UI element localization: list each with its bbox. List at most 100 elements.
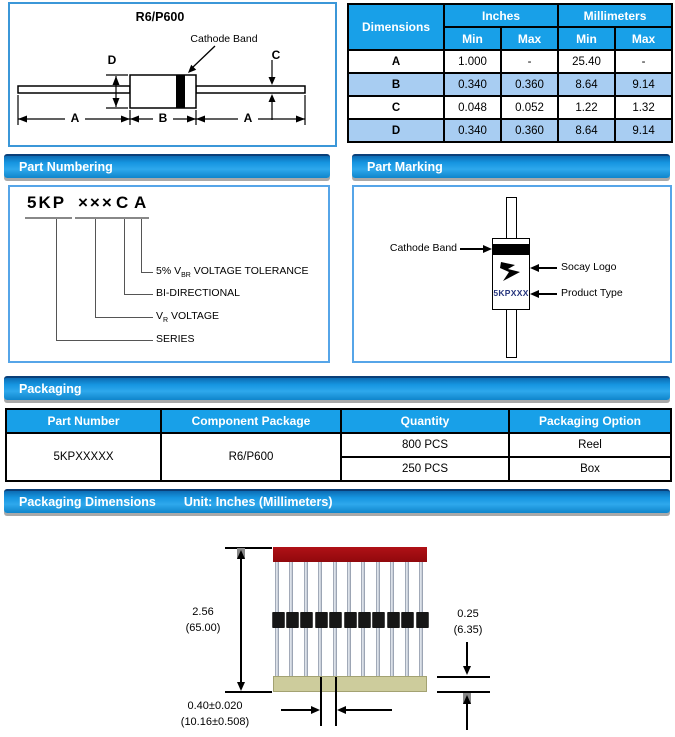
diode-body — [372, 612, 386, 628]
packaging-header: Packaging — [4, 376, 670, 400]
part-marking-header: Part Marking — [352, 154, 670, 178]
pitch-dim-label: 0.40±0.020 (10.16±0.508) — [160, 698, 270, 730]
pitch-arrowhead-right — [337, 706, 346, 714]
product-type-label: Product Type — [561, 287, 623, 299]
code-a: A — [134, 193, 149, 212]
diode-body — [357, 612, 371, 628]
cell: 1.32 — [614, 95, 674, 120]
bidirectional-label: BI-DIRECTIONAL — [156, 287, 241, 299]
col-in-max: Max — [499, 26, 560, 51]
underline-a — [132, 217, 149, 219]
diode-body — [343, 612, 357, 628]
cell: 0.360 — [499, 72, 560, 97]
cell: 25.40 — [557, 49, 617, 74]
cell: 9.14 — [614, 72, 674, 97]
pitch-line-right — [335, 677, 337, 726]
tape-leads — [271, 562, 429, 676]
connector-vr — [95, 219, 153, 318]
pitch-arrow-line-right — [346, 709, 392, 711]
packaging-table: Part Number Component Package Quantity P… — [5, 408, 672, 482]
diode-body — [285, 612, 299, 628]
option-cell: Reel — [508, 432, 672, 458]
cell: 0.048 — [443, 95, 502, 120]
tape-carrier-bar — [273, 676, 427, 692]
height-inches: 2.56 — [192, 606, 214, 618]
table-row: C 0.048 0.052 1.22 1.32 — [347, 95, 674, 120]
cell: 8.64 — [557, 72, 617, 97]
vr-sub: R — [163, 317, 169, 325]
height-arrow-up — [237, 548, 245, 559]
col-mm-max: Max — [614, 26, 674, 51]
diode-body — [401, 612, 415, 628]
code-voltage: ××× — [78, 193, 114, 212]
connector-bidirectional — [124, 219, 153, 295]
connector-series — [56, 219, 153, 341]
tape-tick-top — [437, 676, 490, 678]
diode-body — [300, 612, 314, 628]
diode-bottom-lead — [506, 309, 517, 358]
tape-arrow-down — [463, 666, 471, 675]
table-row: 5KPXXXXX R6/P600 800 PCS Reel — [5, 432, 672, 482]
packaging-dimensions-unit: Unit: Inches (Millimeters) — [183, 495, 333, 509]
cell: - — [614, 49, 674, 74]
pitch-arrowhead-left — [311, 706, 320, 714]
cathode-arrow-line — [460, 248, 483, 250]
series-label: SERIES — [156, 333, 195, 345]
table-row: 250 PCS Box — [6, 456, 672, 482]
packaging-dimensions-header: Packaging Dimensions Unit: Inches (Millim… — [4, 489, 670, 513]
part-numbering-header: Part Numbering — [4, 154, 330, 178]
height-dim-line — [240, 556, 242, 683]
col-millimeters: Millimeters — [557, 3, 674, 28]
marking-text: 5KPXXX — [493, 288, 529, 298]
tolerance-sub: BR — [181, 272, 191, 280]
pitch-arrow-line-left — [281, 709, 312, 711]
vr-voltage-label: VR VOLTAGE — [156, 310, 219, 324]
underline-voltage — [75, 217, 115, 219]
table-row: B 0.340 0.360 8.64 9.14 — [347, 72, 674, 97]
dim-b: B — [347, 72, 445, 97]
height-dim-label: 2.56 (65.00) — [172, 604, 234, 636]
cathode-band-mark — [176, 75, 185, 108]
tape-arrow-line-top — [466, 642, 468, 667]
cell: 0.052 — [499, 95, 560, 120]
part-marking-panel: 5KPXXX Cathode Band Socay Logo Product T… — [352, 185, 672, 363]
dim-a2-label: A — [238, 111, 258, 126]
code-series: 5KP — [27, 193, 67, 212]
col-quantity: Quantity — [340, 408, 510, 434]
col-component-package: Component Package — [160, 408, 342, 434]
dim-a1-label: A — [65, 111, 85, 126]
socay-arrow-line — [539, 267, 557, 269]
height-tick-top — [225, 547, 272, 549]
reel-carrier-bar — [273, 547, 427, 562]
pitch-millimeters: (10.16±0.508) — [180, 716, 250, 728]
cell: 8.64 — [557, 118, 617, 143]
cell: - — [499, 49, 560, 74]
tolerance-prefix: 5% V — [156, 265, 182, 277]
cell: 1.000 — [443, 49, 502, 74]
col-part-number: Part Number — [5, 408, 162, 434]
connector-tolerance — [141, 219, 153, 273]
code-c: C — [116, 193, 131, 212]
quantity-cell: 250 PCS — [340, 456, 510, 482]
vr-suffix: VOLTAGE — [168, 310, 220, 322]
cathode-arrowhead — [483, 245, 492, 253]
dim-c: C — [347, 95, 445, 120]
tape-packaging-diagram: 2.56 (65.00) 0.25 (6.35) 0.40±0.020 (10.… — [0, 516, 675, 737]
cell: 1.22 — [557, 95, 617, 120]
socay-logo-icon — [500, 262, 520, 281]
height-tick-bottom — [225, 691, 272, 693]
tolerance-label: 5% VBR VOLTAGE TOLERANCE — [156, 265, 309, 279]
tape-arrow-line-bottom — [466, 702, 468, 730]
cathode-band-label: Cathode Band — [389, 242, 457, 254]
packaging-dimensions-title: Packaging Dimensions — [19, 495, 156, 509]
col-mm-min: Min — [557, 26, 617, 51]
package-title: R6/P600 — [135, 10, 185, 24]
diode-top-lead — [506, 197, 517, 239]
tape-inches: 0.25 — [457, 608, 479, 620]
product-type-arrow-line — [539, 293, 557, 295]
tape-millimeters: (6.35) — [453, 624, 483, 636]
col-dimensions: Dimensions — [347, 3, 445, 51]
tape-arrow-up — [463, 693, 471, 704]
package-outline-panel: R6/P600 Cathode Band A B A D C — [8, 2, 337, 147]
